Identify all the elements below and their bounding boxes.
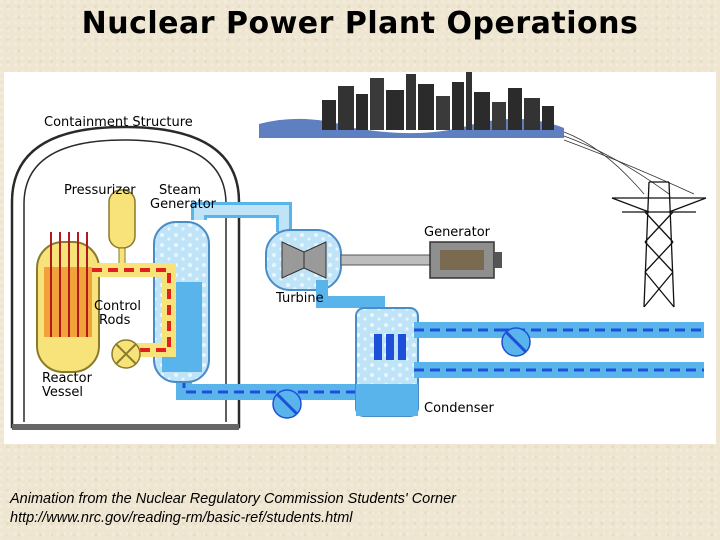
power-lines bbox=[563, 131, 695, 195]
turbine bbox=[265, 229, 385, 312]
label-pressurizer: Pressurizer bbox=[64, 183, 136, 198]
power-plant-diagram: Containment Structure Pressurizer Steam … bbox=[4, 72, 716, 444]
feedwater-pump bbox=[272, 389, 302, 419]
city-skyline bbox=[259, 72, 564, 138]
slide-title: Nuclear Power Plant Operations bbox=[81, 6, 639, 41]
label-reactor-vessel-1: Reactor bbox=[42, 371, 93, 386]
caption-credit: Animation from the Nuclear Regulatory Co… bbox=[10, 491, 457, 507]
label-control-rods-2: Rods bbox=[99, 313, 131, 328]
caption: Animation from the Nuclear Regulatory Co… bbox=[10, 490, 710, 528]
shaft bbox=[340, 254, 434, 266]
primary-loop bbox=[92, 263, 176, 369]
label-steam-generator-1: Steam bbox=[159, 183, 201, 198]
label-containment-structure: Containment Structure bbox=[44, 115, 193, 130]
label-reactor-vessel-2: Vessel bbox=[42, 385, 83, 400]
generator bbox=[429, 241, 502, 279]
label-turbine: Turbine bbox=[275, 291, 324, 306]
label-condenser: Condenser bbox=[424, 401, 495, 416]
condenser bbox=[355, 307, 704, 417]
pressurizer bbox=[108, 189, 136, 271]
label-steam-generator-2: Generator bbox=[150, 197, 217, 212]
label-control-rods-1: Control bbox=[94, 299, 141, 314]
transmission-tower bbox=[611, 181, 707, 308]
label-generator: Generator bbox=[424, 225, 491, 240]
caption-url: http://www.nrc.gov/reading-rm/basic-ref/… bbox=[10, 510, 353, 526]
reactor-vessel bbox=[36, 232, 100, 373]
